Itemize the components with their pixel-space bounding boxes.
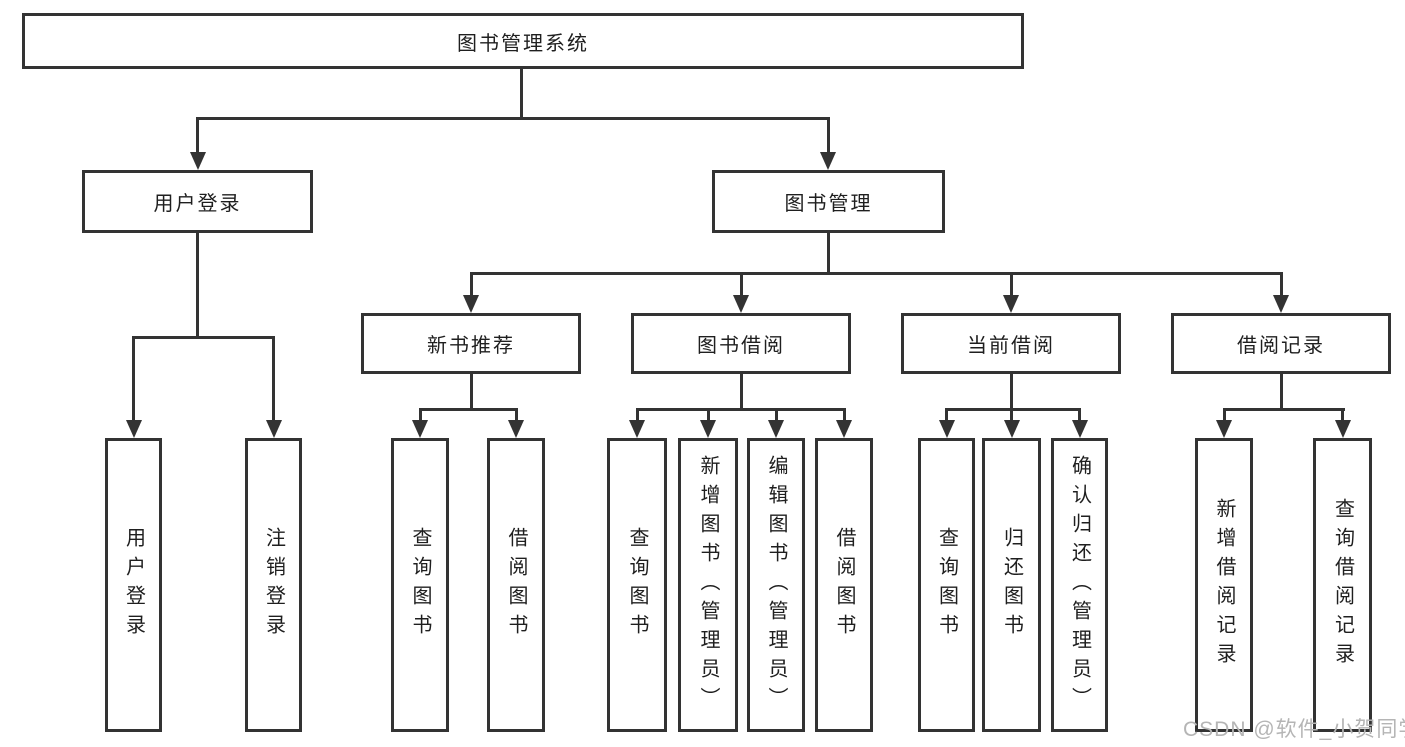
- leaf-borrow-books-recommend: 借阅图书: [487, 438, 545, 732]
- leaf-query-books-recommend: 查询图书: [391, 438, 449, 732]
- connector-line: [1078, 408, 1081, 422]
- connector-line: [707, 408, 710, 422]
- leaf-user-login: 用户登录: [105, 438, 162, 732]
- connector-line: [470, 272, 1283, 275]
- connector-line: [1010, 408, 1013, 422]
- connector-line: [1341, 408, 1344, 422]
- connector-line: [470, 374, 473, 411]
- connector-line: [419, 408, 518, 411]
- connector-line: [945, 408, 948, 422]
- arrowhead-down-icon: [1273, 295, 1289, 313]
- arrowhead-down-icon: [700, 420, 716, 438]
- leaf-edit-book-admin: 编辑图书（管理员）: [747, 438, 805, 732]
- connector-line: [636, 408, 846, 411]
- node-user-login: 用户登录: [82, 170, 313, 233]
- connector-line: [1280, 374, 1283, 411]
- connector-line: [1280, 272, 1283, 296]
- leaf-query-books-borrow: 查询图书: [607, 438, 667, 732]
- connector-line: [196, 117, 199, 153]
- arrowhead-down-icon: [1072, 420, 1088, 438]
- connector-line: [827, 117, 830, 153]
- arrowhead-down-icon: [412, 420, 428, 438]
- connector-line: [1010, 374, 1013, 411]
- node-book-management: 图书管理: [712, 170, 945, 233]
- arrowhead-down-icon: [1003, 295, 1019, 313]
- arrowhead-down-icon: [1004, 420, 1020, 438]
- connector-line: [827, 233, 830, 272]
- arrowhead-down-icon: [768, 420, 784, 438]
- arrowhead-down-icon: [733, 295, 749, 313]
- connector-line: [740, 374, 743, 411]
- connector-line: [470, 272, 473, 296]
- connector-line: [740, 272, 743, 296]
- node-current-borrowing: 当前借阅: [901, 313, 1121, 374]
- arrowhead-down-icon: [629, 420, 645, 438]
- leaf-query-books-current: 查询图书: [918, 438, 975, 732]
- leaf-add-book-admin: 新增图书（管理员）: [678, 438, 738, 732]
- connector-line: [775, 408, 778, 422]
- connector-line: [515, 408, 518, 422]
- node-borrowing-records: 借阅记录: [1171, 313, 1391, 374]
- arrowhead-down-icon: [126, 420, 142, 438]
- arrowhead-down-icon: [463, 295, 479, 313]
- connector-line: [132, 336, 135, 422]
- connector-line: [132, 336, 275, 339]
- connector-line: [1223, 408, 1226, 422]
- leaf-borrow-books-borrow: 借阅图书: [815, 438, 873, 732]
- arrowhead-down-icon: [508, 420, 524, 438]
- connector-line: [520, 69, 523, 117]
- connector-line: [196, 117, 830, 120]
- leaf-return-books: 归还图书: [982, 438, 1041, 732]
- arrowhead-down-icon: [190, 152, 206, 170]
- node-new-book-recommend: 新书推荐: [361, 313, 581, 374]
- connector-line: [272, 336, 275, 422]
- leaf-add-borrow-record: 新增借阅记录: [1195, 438, 1253, 732]
- arrowhead-down-icon: [820, 152, 836, 170]
- node-book-borrowing: 图书借阅: [631, 313, 851, 374]
- connector-line: [843, 408, 846, 422]
- connector-line: [419, 408, 422, 422]
- connector-line: [636, 408, 639, 422]
- leaf-query-borrow-record: 查询借阅记录: [1313, 438, 1372, 732]
- connector-line: [196, 233, 199, 336]
- connector-line: [945, 408, 1081, 411]
- arrowhead-down-icon: [266, 420, 282, 438]
- arrowhead-down-icon: [939, 420, 955, 438]
- arrowhead-down-icon: [1335, 420, 1351, 438]
- connector-line: [1223, 408, 1345, 411]
- arrowhead-down-icon: [1216, 420, 1232, 438]
- watermark: CSDN @软件_小贺同学: [1183, 718, 1405, 741]
- node-library-system: 图书管理系统: [22, 13, 1024, 69]
- leaf-logout-login: 注销登录: [245, 438, 302, 732]
- connector-line: [1010, 272, 1013, 296]
- leaf-confirm-return-admin: 确认归还（管理员）: [1051, 438, 1108, 732]
- arrowhead-down-icon: [836, 420, 852, 438]
